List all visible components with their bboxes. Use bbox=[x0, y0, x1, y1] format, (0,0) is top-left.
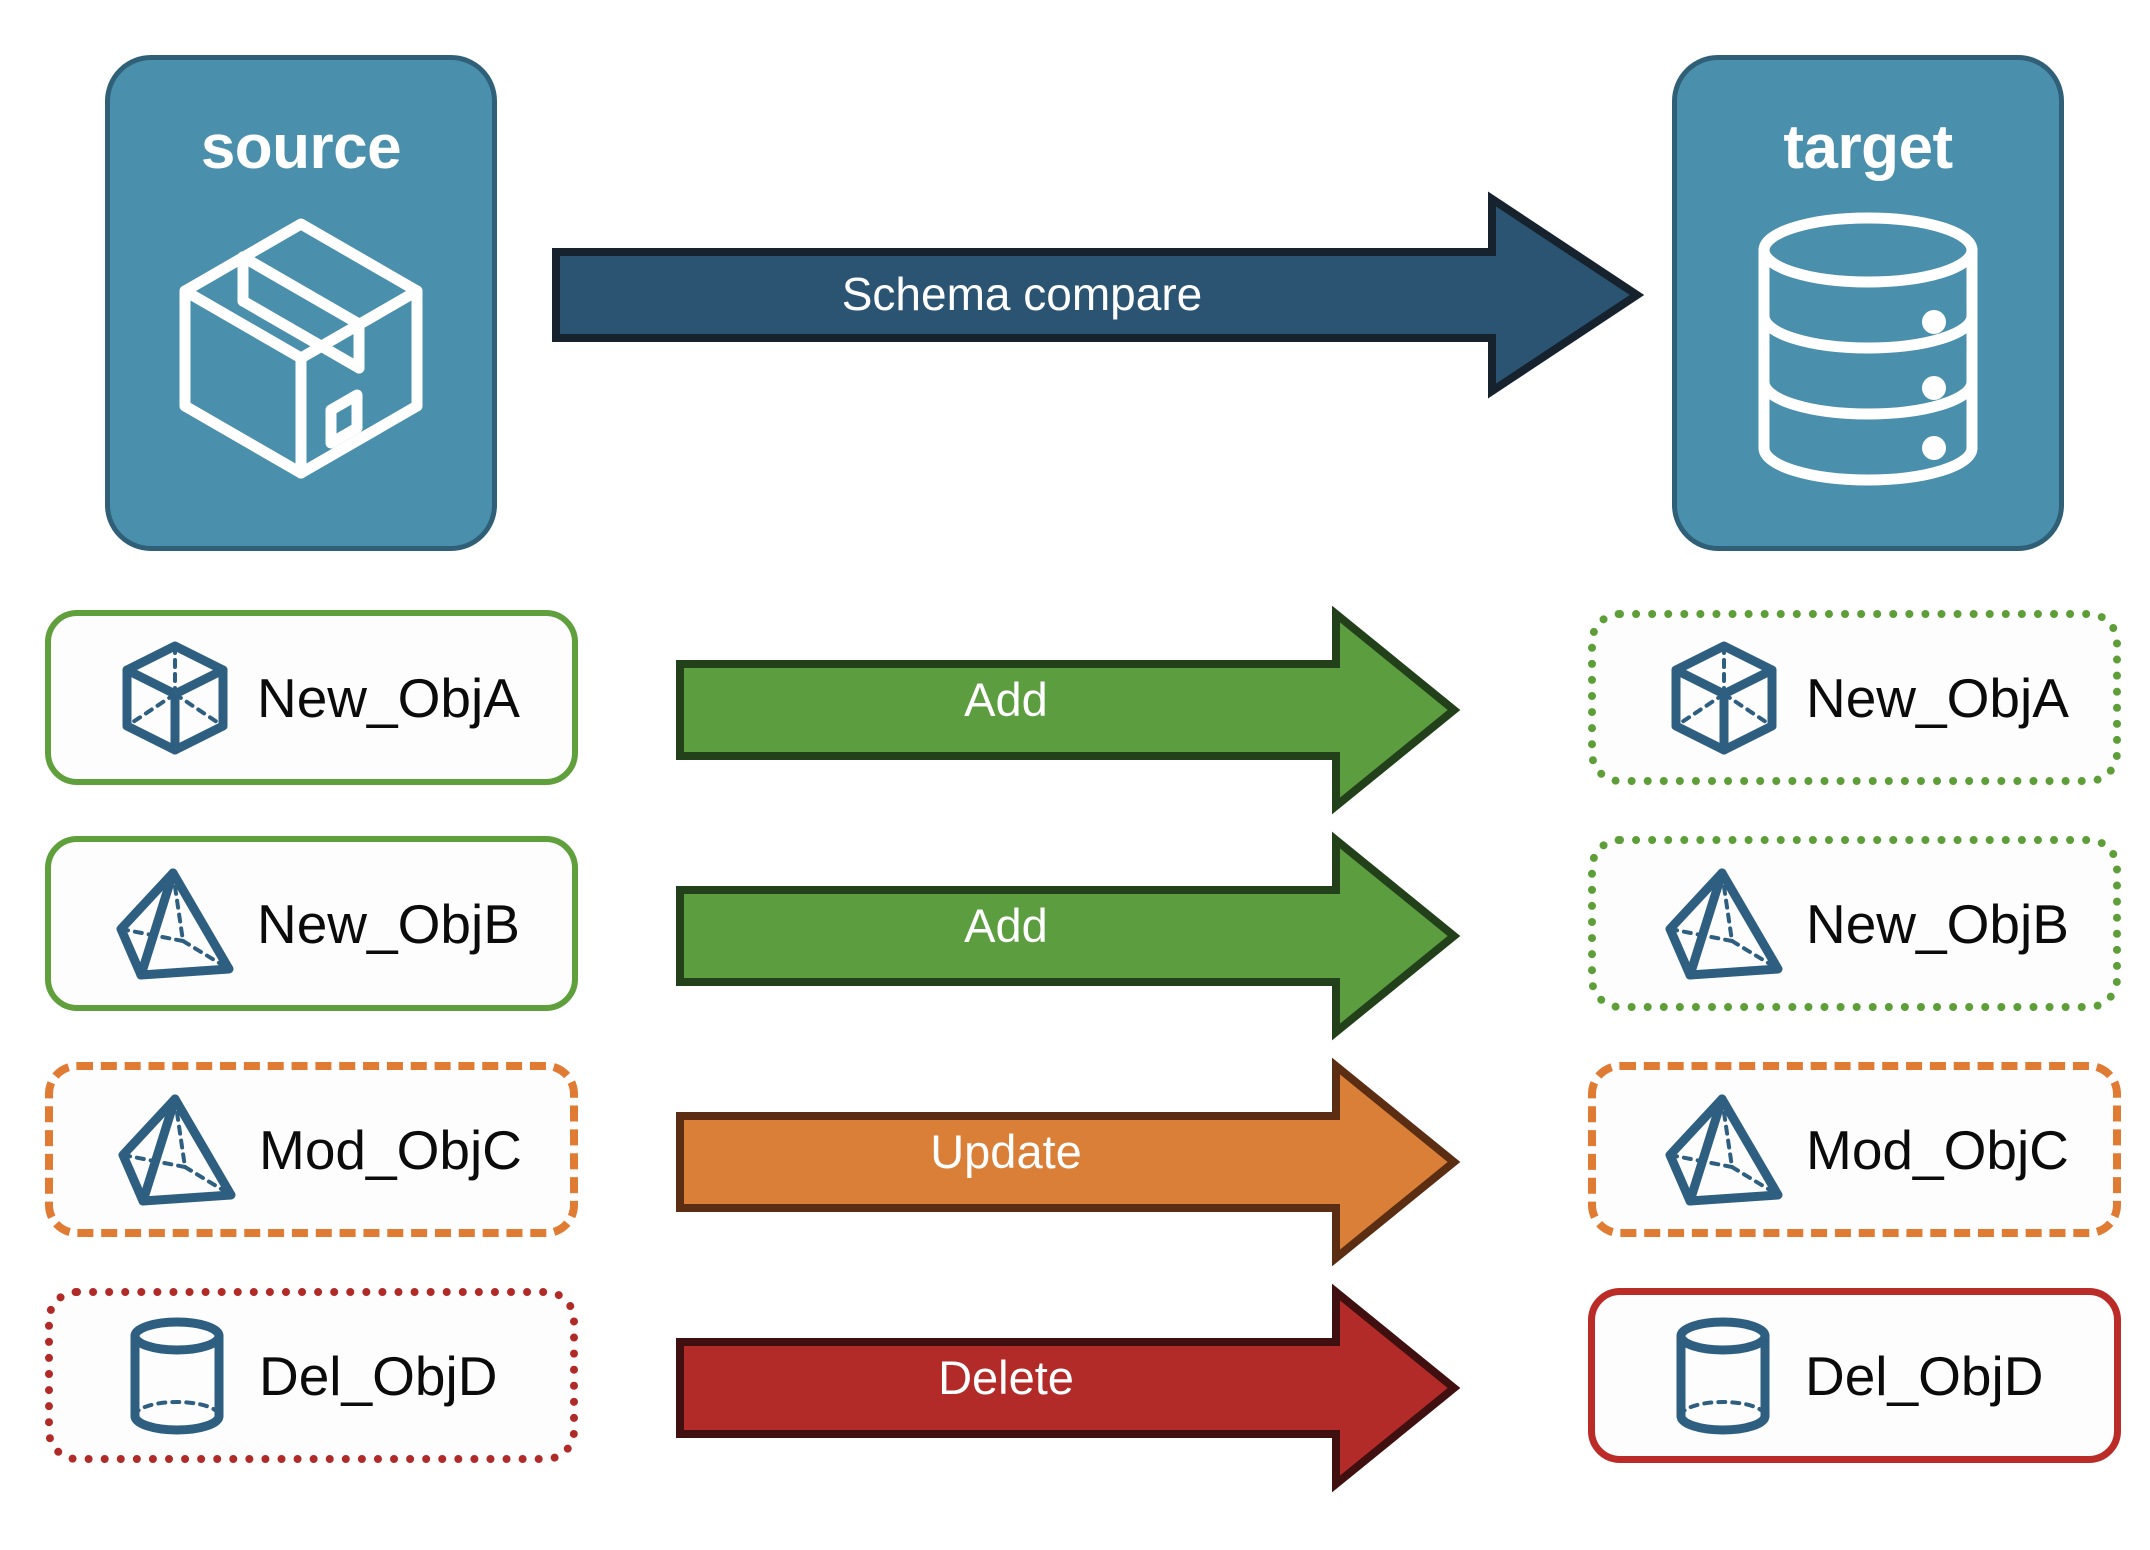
target-object-card[interactable]: New_ObjA bbox=[1588, 610, 2121, 785]
source-object-label: Del_ObjD bbox=[259, 1344, 498, 1407]
pyramid-wireframe-icon bbox=[109, 858, 241, 990]
source-object-card[interactable]: New_ObjA bbox=[45, 610, 578, 785]
source-object-card[interactable]: New_ObjB bbox=[45, 836, 578, 1011]
action-arrow-delete: Delete bbox=[676, 1283, 1461, 1493]
pyramid-wireframe-icon bbox=[111, 1084, 243, 1216]
target-object-label: New_ObjB bbox=[1806, 892, 2069, 955]
target-object-label: Del_ObjD bbox=[1805, 1344, 2044, 1407]
source-title: source bbox=[200, 113, 402, 182]
source-endpoint-card: source bbox=[105, 55, 497, 551]
source-object-label: New_ObjB bbox=[257, 892, 520, 955]
cube-wireframe-icon bbox=[1658, 632, 1790, 764]
source-object-label: Mod_ObjC bbox=[259, 1118, 522, 1181]
source-object-label: New_ObjA bbox=[257, 666, 520, 729]
target-object-card[interactable]: Del_ObjD bbox=[1588, 1288, 2121, 1463]
target-object-card[interactable]: New_ObjB bbox=[1588, 836, 2121, 1011]
object-row: New_ObjA Add bbox=[0, 605, 2150, 815]
cylinder-wireframe-icon bbox=[1657, 1310, 1789, 1442]
target-object-card[interactable]: Mod_ObjC bbox=[1588, 1062, 2121, 1237]
database-cylinder-icon bbox=[1677, 210, 2059, 488]
pyramid-wireframe-icon bbox=[1658, 858, 1790, 990]
target-object-label: New_ObjA bbox=[1806, 666, 2069, 729]
source-object-card[interactable]: Del_ObjD bbox=[45, 1288, 578, 1463]
action-arrow-update: Update bbox=[676, 1057, 1461, 1267]
action-arrow-add: Add bbox=[676, 831, 1461, 1041]
cube-wireframe-icon bbox=[109, 632, 241, 764]
source-object-card[interactable]: Mod_ObjC bbox=[45, 1062, 578, 1237]
object-row: Del_ObjD Delete Del_ObjD bbox=[0, 1283, 2150, 1493]
action-arrow-add: Add bbox=[676, 605, 1461, 815]
object-row: New_ObjB Add bbox=[0, 831, 2150, 1041]
cylinder-wireframe-icon bbox=[111, 1310, 243, 1442]
target-endpoint-card: target bbox=[1672, 55, 2064, 551]
schema-compare-arrow: Schema compare bbox=[552, 191, 1645, 399]
object-row: Mod_ObjC Update bbox=[0, 1057, 2150, 1267]
target-object-label: Mod_ObjC bbox=[1806, 1118, 2069, 1181]
target-title: target bbox=[1783, 113, 1953, 182]
pyramid-wireframe-icon bbox=[1658, 1084, 1790, 1216]
package-box-icon bbox=[110, 210, 492, 485]
